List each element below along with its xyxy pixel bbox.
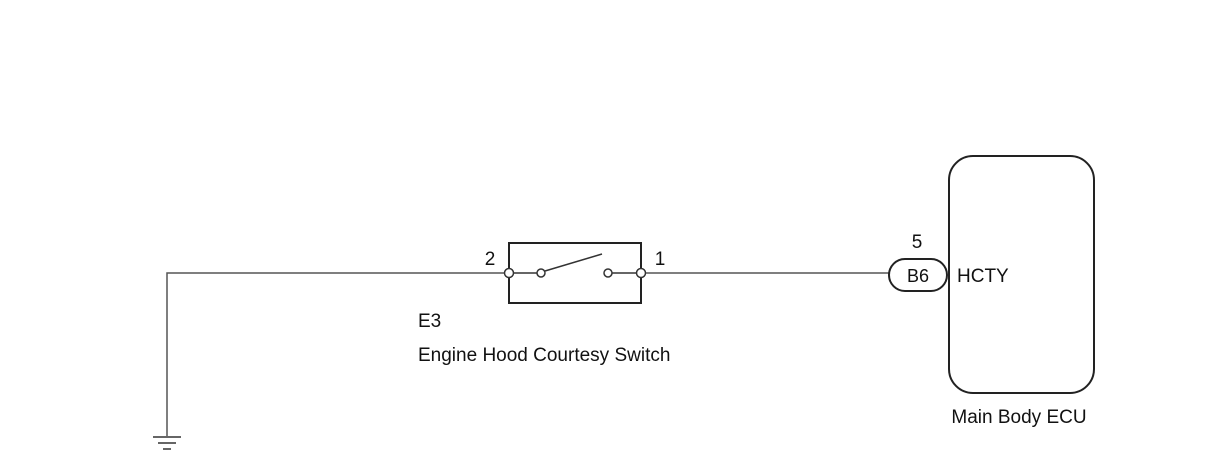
connector-code-label: B6 <box>907 266 929 286</box>
ecu-signal-label: HCTY <box>957 266 1009 287</box>
switch-terminal-2 <box>503 267 515 279</box>
ground-symbol-icon <box>153 436 181 450</box>
switch-pin-2-label: 2 <box>485 249 496 270</box>
switch-contact-icon <box>514 253 636 278</box>
switch-code-label: E3 <box>418 311 441 332</box>
ground-wire <box>166 272 509 436</box>
ecu-box <box>948 155 1095 394</box>
switch-pin-1-label: 1 <box>655 249 666 270</box>
switch-terminal-1 <box>635 267 647 279</box>
connector-b6 <box>888 258 948 292</box>
ecu-name-label: Main Body ECU <box>951 407 1086 428</box>
connector-pin-label: 5 <box>912 232 923 253</box>
switch-name-label: Engine Hood Courtesy Switch <box>418 345 670 366</box>
